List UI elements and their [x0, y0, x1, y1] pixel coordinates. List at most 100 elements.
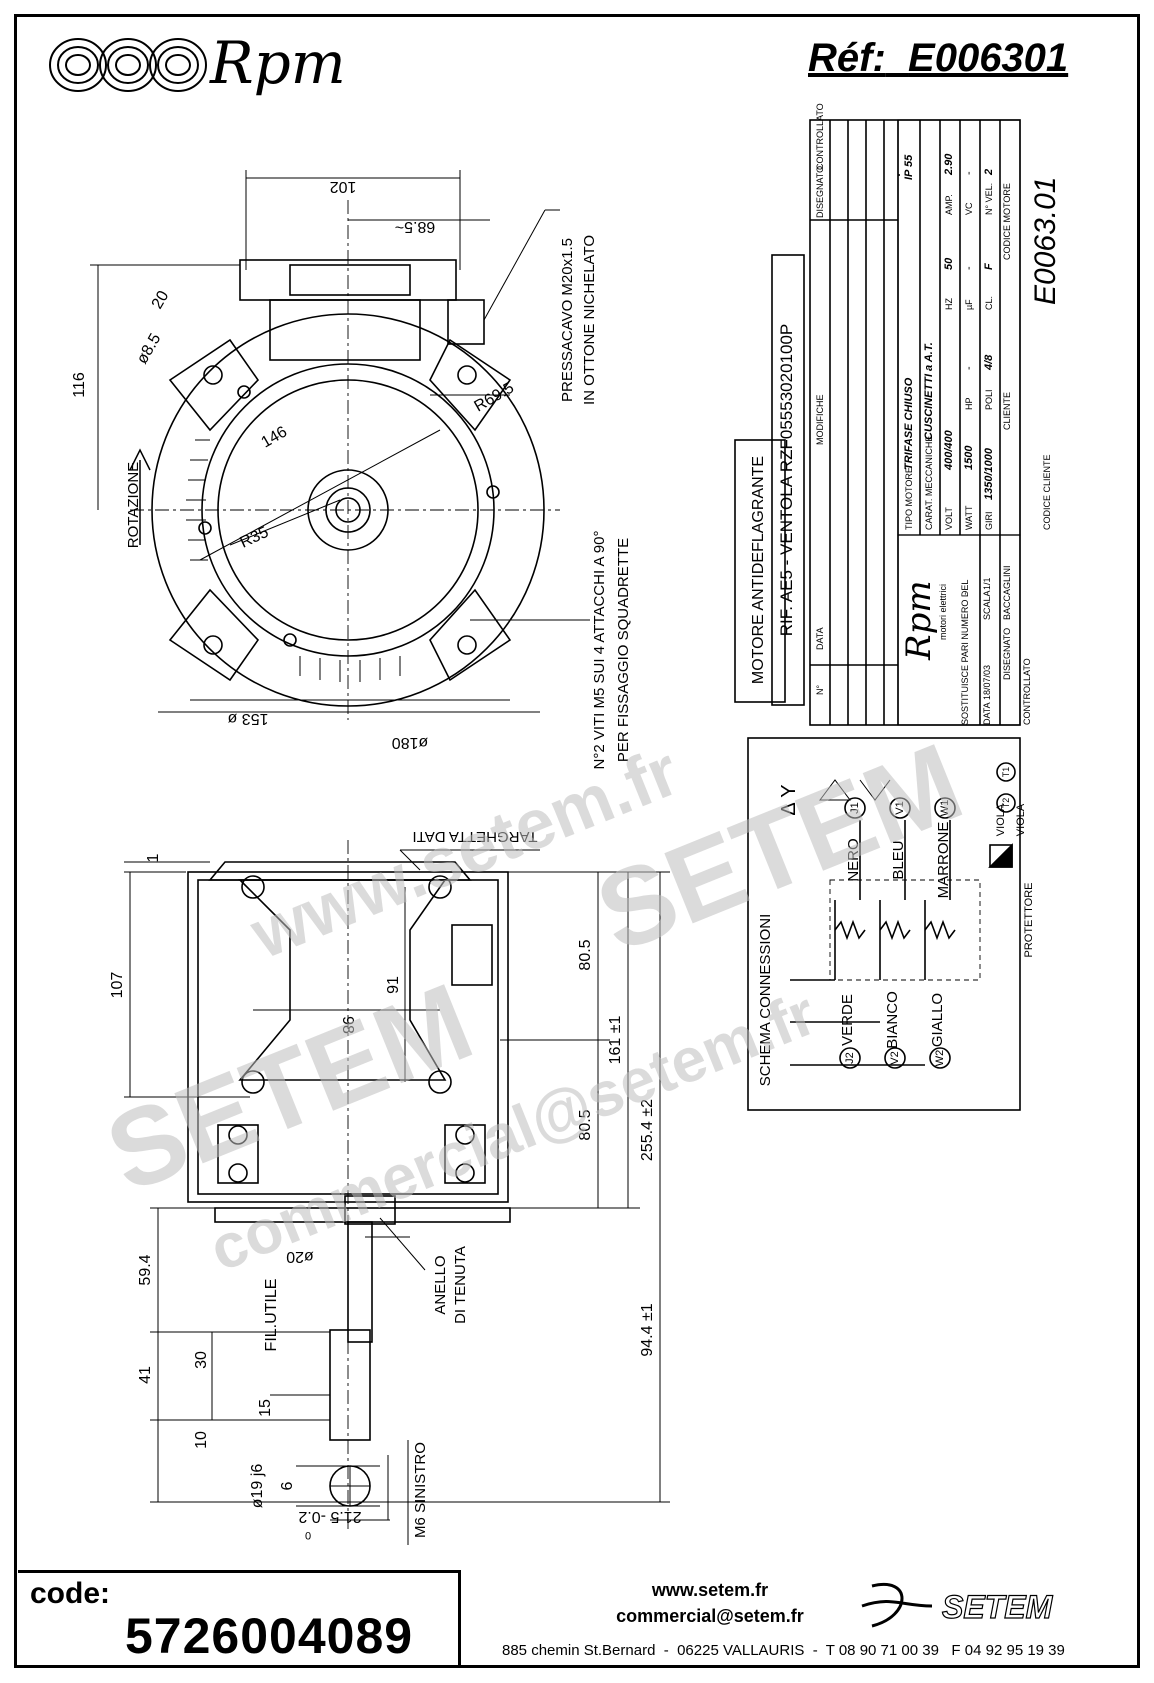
title-block — [734, 119, 1021, 1111]
dim-107: 107 — [109, 972, 126, 999]
dim-10: 10 — [193, 1431, 210, 1449]
hp-label: HP — [964, 397, 974, 410]
side-view — [124, 840, 670, 1545]
dim-6: 6 — [279, 1481, 296, 1490]
m6-label: M6 SINISTRO — [412, 1442, 429, 1538]
connection-schema — [790, 762, 1016, 1069]
dim-91: 91 — [385, 976, 402, 994]
website-link[interactable]: www.setem.fr — [651, 1580, 769, 1600]
dim-r69-5: R69.5 — [472, 379, 518, 415]
rev-hdr-modifiche: MODIFICHE — [815, 395, 825, 446]
data-value: 18/07/03 — [982, 665, 992, 700]
carat-label: CARAT. MECCANICHE — [924, 436, 934, 530]
viola-1: VIOLA — [995, 803, 1007, 836]
front-view — [90, 170, 590, 720]
poli-label: POLI — [984, 389, 994, 410]
hp-value: - — [963, 366, 975, 370]
t1-label: T1 — [1001, 767, 1011, 778]
terminal-j1: J1 — [849, 802, 861, 814]
gland-note-2: IN OTTONE NICHELATO — [581, 235, 598, 405]
page-frame — [14, 14, 1140, 1668]
watt-value: 1500 — [963, 445, 975, 470]
color-bianco: BIANCO — [884, 991, 901, 1049]
dim-phi20: ø20 — [286, 1248, 314, 1265]
codice-cliente-label: CODICE CLIENTE — [1042, 454, 1052, 530]
dim-102: 102 — [330, 178, 357, 195]
color-verde: VERDE — [839, 994, 856, 1046]
dim-21-5-tol: 0 — [305, 1529, 311, 1541]
giri-label: GIRI — [984, 511, 994, 530]
color-giallo: GIALLO — [929, 993, 946, 1047]
viola-2: VIOLA — [1015, 803, 1027, 836]
schema-symbol: Δ Y — [778, 784, 800, 815]
reference-number: Réf: E006301 — [808, 36, 1068, 81]
sost-label: SOSTITUISCE PARI NUMERO DEL — [960, 580, 970, 725]
watt-label: WATT — [964, 505, 974, 530]
tipo-motore: TRIFASE CHIUSO — [903, 377, 915, 470]
desc-1: MOTORE ANTIDEFLAGRANTE — [750, 456, 767, 684]
seal-label-1: ANELLO — [432, 1255, 449, 1314]
nvel-label: N° VEL. — [984, 183, 994, 215]
schema-title: SCHEMA CONNESSIONI — [757, 914, 774, 1087]
terminal-v2: V2 — [889, 1051, 901, 1064]
dim-1: 1 — [145, 853, 162, 862]
desc-2: RIF. AE5 - VENTOLA RZF05553020100P — [777, 324, 796, 636]
setem-logo-icon: SETEM — [861, 1582, 1054, 1628]
terminal-w2: W2 — [934, 1050, 946, 1067]
email-link[interactable]: commercial@setem.fr — [616, 1606, 804, 1626]
dim-30: 30 — [193, 1351, 210, 1369]
giri-value: 1350/1000 — [983, 447, 995, 500]
rev-hdr-controllato: CONTROLLATO — [815, 103, 825, 170]
address: 885 chemin St.Bernard - 06225 VALLAURIS … — [502, 1642, 1065, 1659]
gland-note-1: PRESSACAVO M20x1.5 — [559, 238, 576, 402]
volt-label: VOLT — [944, 507, 954, 530]
uf-label: µF — [964, 299, 974, 310]
dim-phi-8-5: ø8.5 — [134, 331, 165, 367]
tipo-motore-label: TIPO MOTORE — [904, 467, 914, 530]
rev-hdr-data: DATA — [815, 627, 825, 650]
codice-motore-label: CODICE MOTORE — [1002, 183, 1012, 260]
setem-logo-text: SETEM — [942, 1589, 1054, 1625]
title-block-logo: Rpm — [899, 580, 939, 661]
data-label: DATA — [982, 702, 992, 725]
seal-label-2: DI TENUTA — [452, 1246, 469, 1324]
dim-r35: R35 — [238, 524, 272, 552]
terminal-j2: J2 — [844, 1052, 856, 1064]
controllato-label: CONTROLLATO — [1022, 658, 1032, 725]
footer: www.setem.fr commercial@setem.fr 885 che… — [470, 1572, 1130, 1668]
dim-80-5-bottom: 80.5 — [577, 1109, 594, 1140]
cliente-label: CLIENTE — [1002, 392, 1012, 430]
ip-rating: IP 55 — [903, 154, 915, 180]
protector-label: PROTETTORE — [1023, 883, 1035, 958]
rev-hdr-disegnato: DISEGNATO — [815, 166, 825, 218]
dim-94-4: 94.4 ±1 — [639, 1303, 656, 1356]
code-value: 5726004089 — [125, 1608, 414, 1664]
volt-value: 400/400 — [943, 429, 955, 471]
scala-value: 1/1 — [982, 577, 992, 590]
dim-15: 15 — [257, 1399, 274, 1417]
nvel-value: 2 — [983, 169, 995, 176]
dim-68-5: 68.5~ — [395, 218, 435, 235]
color-bleu: BLEU — [890, 840, 907, 879]
ref-value: E006301 — [908, 36, 1069, 80]
scala-label: SCALA — [982, 590, 992, 620]
dim-255-4: 255.4 ±2 — [639, 1099, 656, 1161]
dim-41: 41 — [137, 1366, 154, 1384]
vc-label: VC — [964, 202, 974, 215]
sost-value: - — [960, 592, 970, 595]
dim-20: 20 — [149, 288, 173, 312]
color-nero: NERO — [845, 838, 862, 881]
screws-note-2: PER FISSAGGIO SQUADRETTE — [615, 538, 632, 762]
title-block-logo-sub: motori elettrici — [938, 584, 948, 640]
dim-116: 116 — [71, 372, 88, 398]
dim-153: 153 ø — [227, 710, 268, 727]
t2-label: T2 — [1001, 798, 1011, 809]
poli-value: 4/8 — [983, 354, 995, 371]
dim-80-5-top: 80.5 — [577, 939, 594, 970]
terminal-w1: W1 — [939, 800, 951, 817]
disegnato-value: BACCAGLINI — [1002, 565, 1012, 620]
dim-161: 161 ±1 — [607, 1015, 624, 1064]
rpm-logo-icon — [49, 38, 207, 92]
hz-value: 50 — [943, 257, 955, 270]
